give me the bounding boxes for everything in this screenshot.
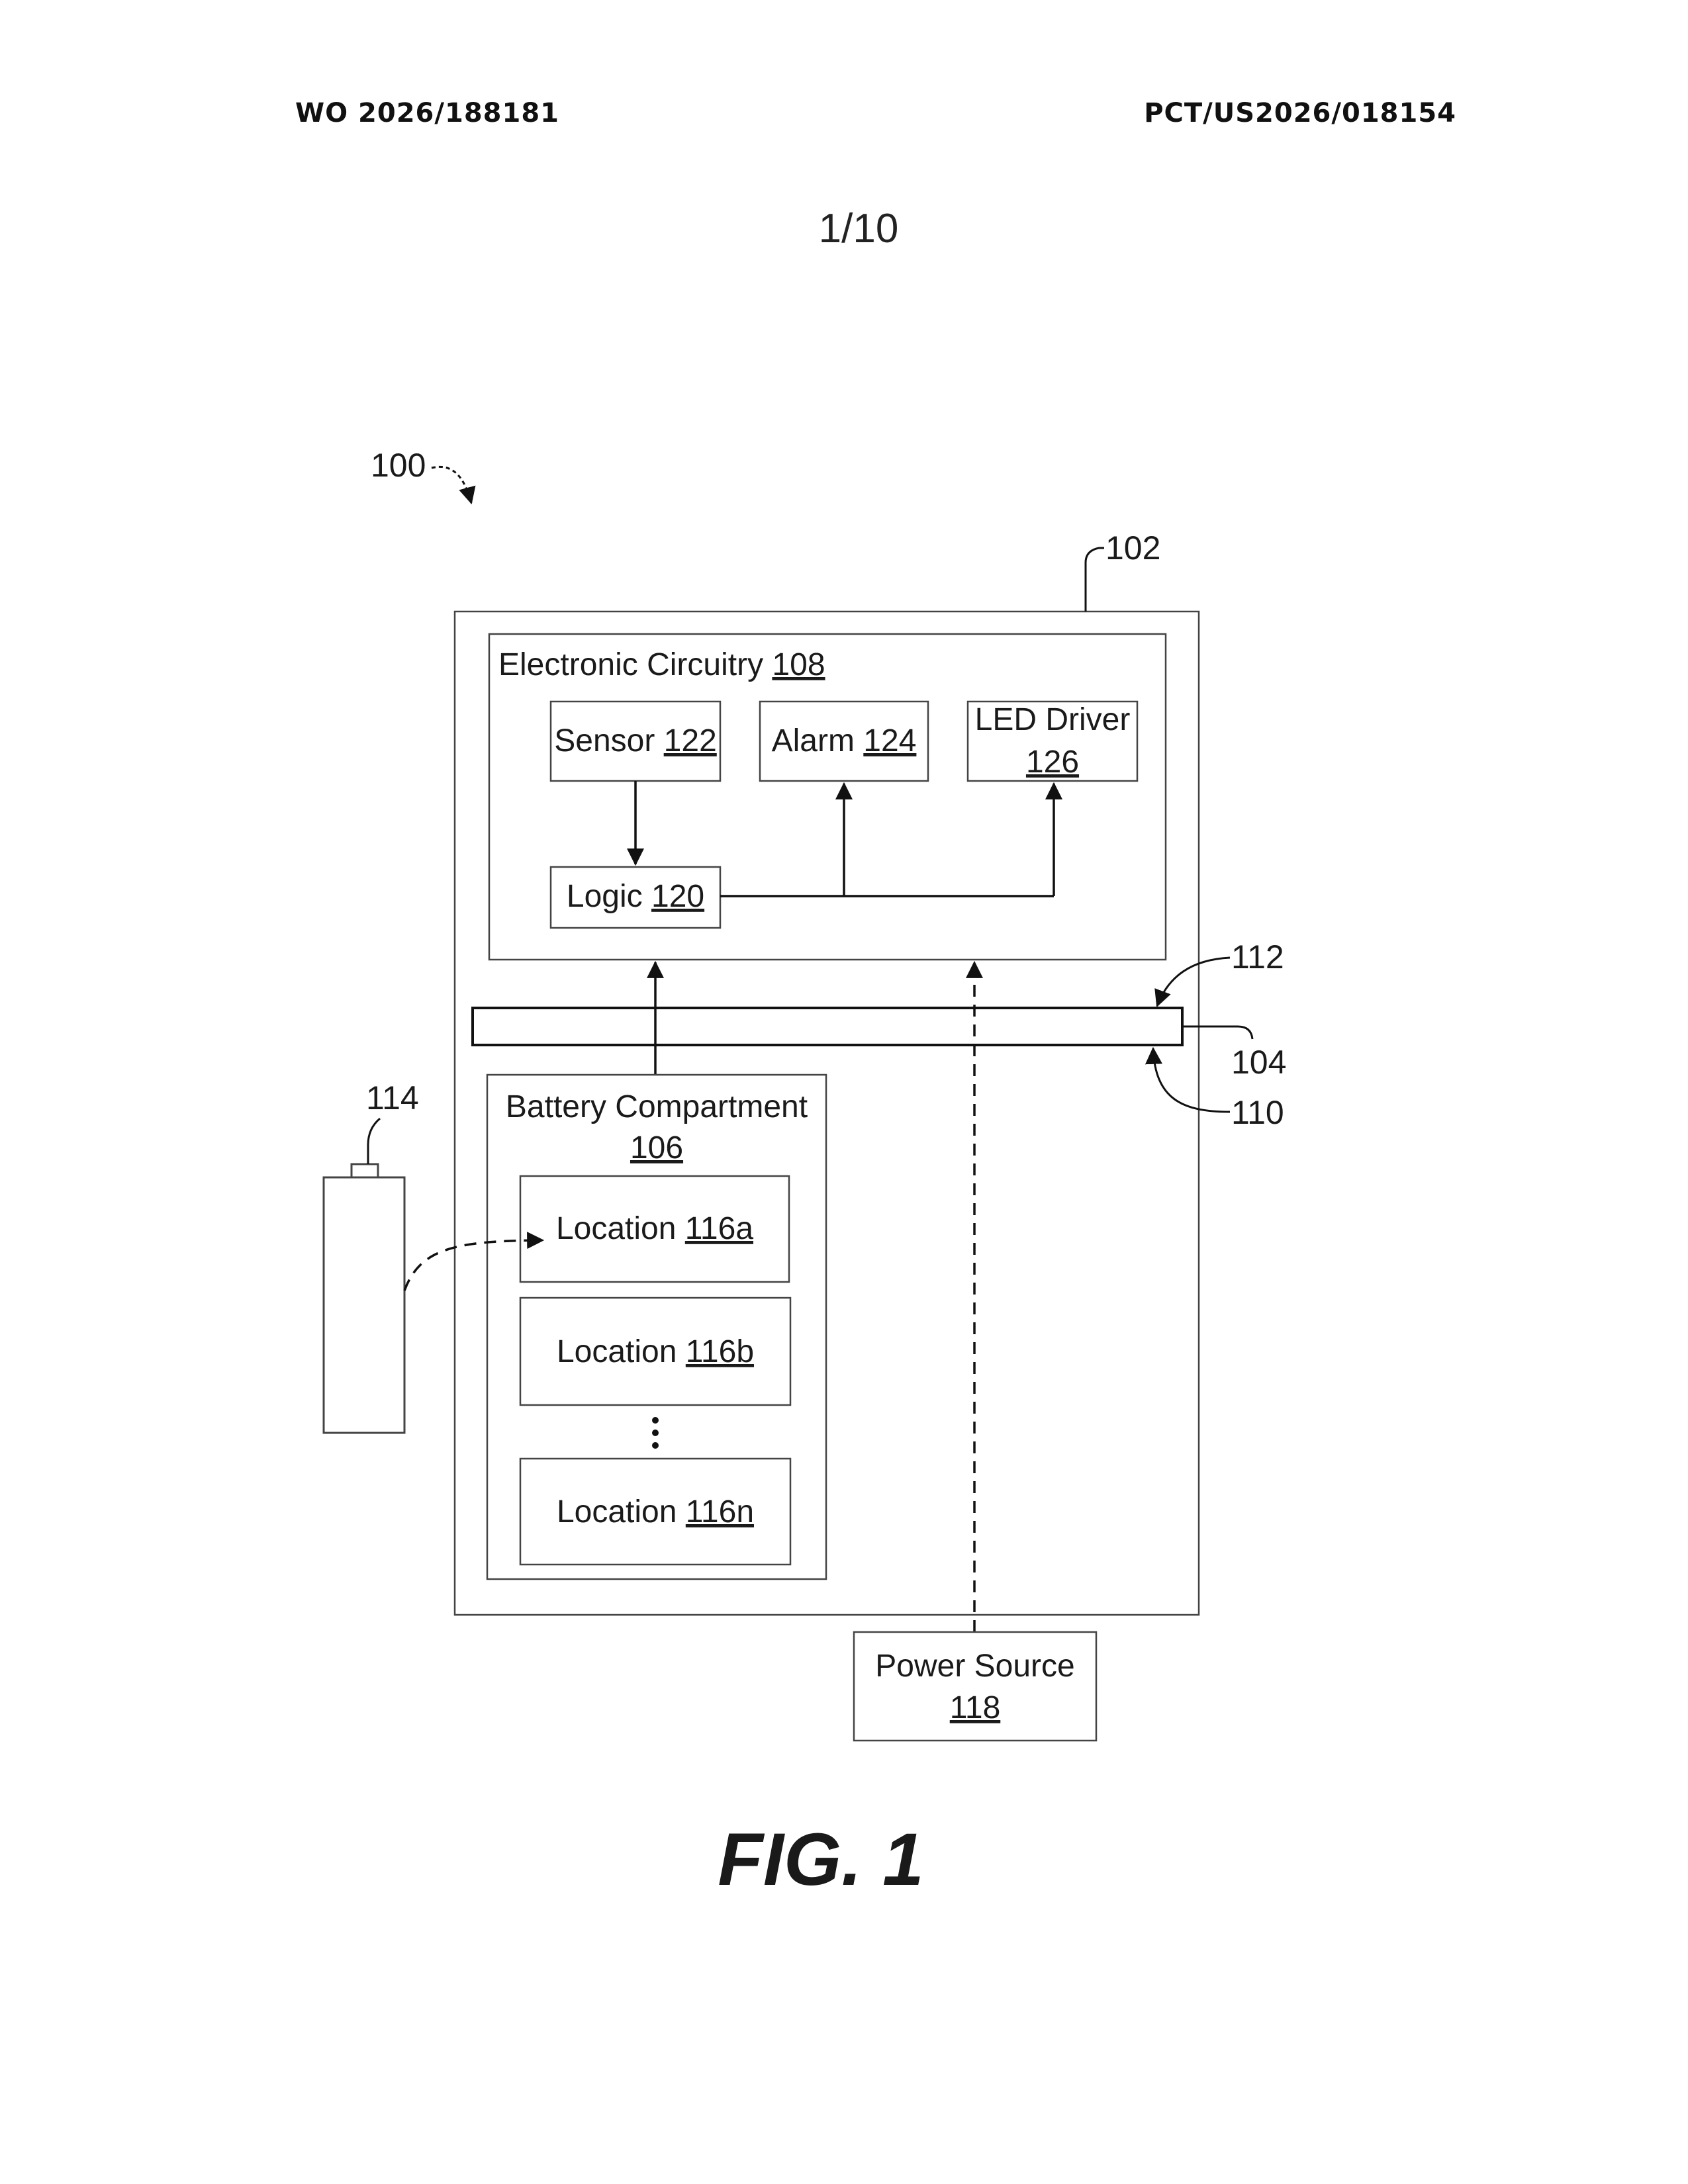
location-116n-label: Location 116n	[557, 1494, 754, 1529]
figure-label: FIG. 1	[718, 1818, 923, 1901]
battery-leader	[368, 1118, 380, 1164]
battery-compartment-label: Battery Compartment	[506, 1089, 808, 1124]
housing-ref-label: 102	[1105, 529, 1160, 567]
system-ref-label: 100	[371, 447, 426, 484]
location-116b-label: Location 116b	[557, 1334, 754, 1369]
logic-label: Logic 120	[567, 879, 704, 914]
sensor-label: Sensor 122	[554, 723, 717, 758]
plate-bottom-ref-label: 110	[1231, 1094, 1284, 1131]
electronic-circuitry-label: Electronic Circuitry 108	[498, 647, 825, 682]
battery-ref-label: 114	[366, 1079, 419, 1116]
location-116a-label: Location 116a	[556, 1211, 753, 1246]
system-ref-arrow	[432, 467, 471, 503]
battery-compartment-ref: 106	[630, 1130, 683, 1165]
plate-top-ref-label: 112	[1231, 938, 1284, 976]
plate-104	[473, 1008, 1182, 1045]
battery-114	[324, 1177, 404, 1433]
led-driver-ref: 126	[1026, 745, 1079, 780]
alarm-label: Alarm 124	[772, 723, 917, 758]
power-source-label: Power Source	[875, 1649, 1074, 1684]
ellipsis-dots	[652, 1417, 659, 1449]
power-source-ref: 118	[950, 1690, 1001, 1725]
led-driver-label: LED Driver	[975, 702, 1131, 737]
plate-ref-label: 104	[1231, 1044, 1286, 1081]
housing-leader	[1086, 548, 1104, 612]
